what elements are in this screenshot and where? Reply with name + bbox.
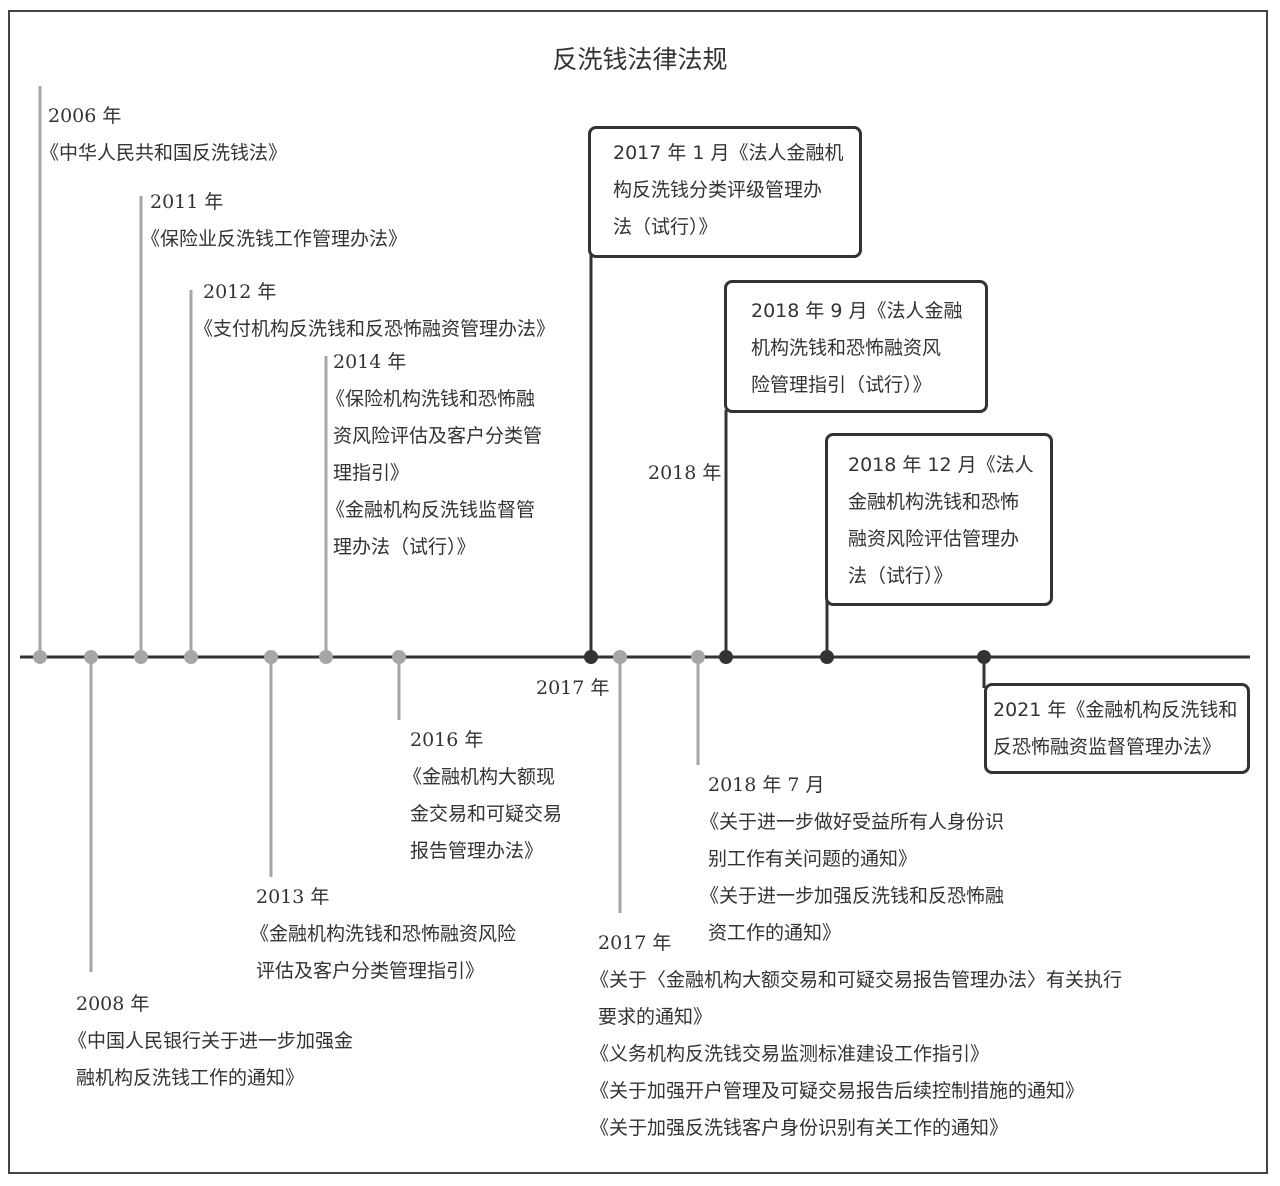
node-2017a [584,650,598,664]
event-2018-label: 2018 年 [648,462,722,484]
event-2018-7-year: 2018 年 7 月 [708,774,825,796]
node-2021 [977,650,991,664]
node-2013 [264,650,278,664]
event-2016-year: 2016 年 [410,729,484,751]
event-2021-box: 2021 年《金融机构反洗钱和 反恐怖融资监督管理办法》 [984,683,1250,774]
event-2017a-line-1: 构反洗钱分类评级管理办 [613,179,823,201]
event-2016-line-1: 金交易和可疑交易 [410,803,563,825]
event-2012-line-0: 《支付机构反洗钱和反恐怖融资管理办法》 [194,318,556,340]
event-2012-year: 2012 年 [203,281,277,303]
event-2018-12-line-0: 2018 年 12 月《法人 [848,454,1034,476]
event-2011-line-0: 《保险业反洗钱工作管理办法》 [141,228,408,250]
event-2018-7-line-2: 《关于进一步加强反洗钱和反恐怖融 [700,885,1005,907]
event-2008-line-1: 融机构反洗钱工作的通知》 [76,1067,305,1089]
event-2013-line-0: 《金融机构洗钱和恐怖融资风险 [250,923,517,945]
diagram-frame [8,10,1268,1174]
node-2018-9 [719,650,733,664]
event-2014-line-0: 《保险机构洗钱和恐怖融 [326,388,536,410]
event-2017b-line-3: 《关于加强开户管理及可疑交易报告后续控制措施的通知》 [590,1080,1085,1102]
event-2017a-line-2: 法（试行）》 [613,216,718,238]
event-2017a-box: 2017 年 1 月《法人金融机 构反洗钱分类评级管理办 法（试行）》 [588,126,862,258]
event-2014-line-3: 《金融机构反洗钱监督管 [326,499,536,521]
node-2006 [33,650,47,664]
node-2014 [319,650,333,664]
event-2014-line-4: 理办法（试行）》 [333,536,476,558]
event-2011-year: 2011 年 [150,191,224,213]
event-2017b-line-4: 《关于加强反洗钱客户身份识别有关工作的通知》 [590,1117,1009,1139]
event-2016-line-0: 《金融机构大额现 [403,766,556,788]
event-2016-line-2: 报告管理办法》 [410,840,544,862]
event-2018-9-box: 2018 年 9 月《法人金融 机构洗钱和恐怖融资风 险管理指引（试行）》 [724,280,988,413]
event-2008-year: 2008 年 [76,993,150,1015]
event-2018-7-line-0: 《关于进一步做好受益所有人身份识 [700,811,1005,833]
event-2018-7-line-3: 资工作的通知》 [708,922,842,944]
event-2018-7-line-1: 别工作有关问题的通知》 [708,848,918,870]
node-2011 [134,650,148,664]
diagram-title: 反洗钱法律法规 [552,45,728,74]
event-2018-9-line-1: 机构洗钱和恐怖融资风 [751,337,942,359]
event-2008-line-0: 《中国人民银行关于进一步加强金 [68,1030,354,1052]
node-2012 [184,650,198,664]
event-2017a-line-0: 2017 年 1 月《法人金融机 [613,142,844,164]
node-2016 [392,650,406,664]
event-2017-label: 2017 年 [536,677,610,699]
event-2017b-year: 2017 年 [598,932,672,954]
event-2013-year: 2013 年 [256,886,330,908]
node-2018-7 [691,650,705,664]
event-2021-line-0: 2021 年《金融机构反洗钱和 [993,699,1238,721]
node-2008 [84,650,98,664]
event-2017b-line-2: 《义务机构反洗钱交易监测标准建设工作指引》 [590,1043,990,1065]
event-2014-year: 2014 年 [333,351,407,373]
event-2013-line-1: 评估及客户分类管理指引》 [256,960,485,982]
event-2017b-line-1: 要求的通知》 [598,1006,713,1028]
event-2017b-line-0: 《关于〈金融机构大额交易和可疑交易报告管理办法〉有关执行 [590,969,1123,991]
event-2014-line-1: 资风险评估及客户分类管 [333,425,543,447]
event-2018-12-line-3: 法（试行）》 [848,565,953,587]
event-2014-line-2: 理指引》 [333,462,410,484]
event-2006-line-0: 《中华人民共和国反洗钱法》 [40,142,288,164]
event-2018-12-box: 2018 年 12 月《法人 金融机构洗钱和恐怖 融资风险评估管理办 法（试行）… [825,433,1053,606]
node-2017b [613,650,627,664]
event-2021-line-1: 反恐怖融资监督管理办法》 [993,736,1222,758]
event-2018-12-line-1: 金融机构洗钱和恐怖 [848,491,1020,513]
event-2018-12-line-2: 融资风险评估管理办 [848,528,1020,550]
node-2018-12 [820,650,834,664]
event-2018-9-line-2: 险管理指引（试行）》 [751,374,932,396]
event-2018-9-line-0: 2018 年 9 月《法人金融 [751,300,963,322]
event-2006-year: 2006 年 [48,105,122,127]
